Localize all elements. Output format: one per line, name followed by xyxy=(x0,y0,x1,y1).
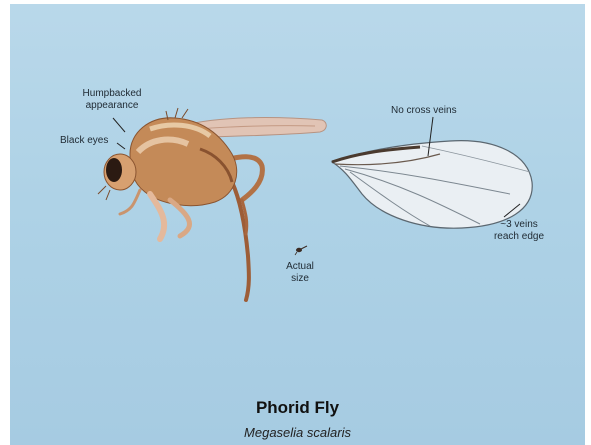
humpbacked-label-line2: appearance xyxy=(72,100,152,112)
species-common-name: Phorid Fly xyxy=(10,398,585,418)
three-veins-label-line2: reach edge xyxy=(484,231,554,243)
actual-size-label-line1: Actual xyxy=(282,261,318,273)
three-veins-label-line1: ~3 veins xyxy=(484,219,554,231)
humpbacked-label-line1: Humpbacked xyxy=(72,88,152,100)
actual-size-label: Actual size xyxy=(282,261,318,285)
black-eyes-label: Black eyes xyxy=(60,135,108,147)
wing-illustration xyxy=(332,141,532,229)
no-cross-veins-label: No cross veins xyxy=(391,105,457,117)
three-veins-label: ~3 veins reach edge xyxy=(484,219,554,243)
illustration-panel: Humpbacked appearance Black eyes No cros… xyxy=(10,4,585,445)
humpbacked-label: Humpbacked appearance xyxy=(72,88,152,112)
species-scientific-name: Megaselia scalaris xyxy=(10,425,585,440)
actual-size-label-line2: size xyxy=(282,273,318,285)
actual-size-fly xyxy=(295,246,307,255)
